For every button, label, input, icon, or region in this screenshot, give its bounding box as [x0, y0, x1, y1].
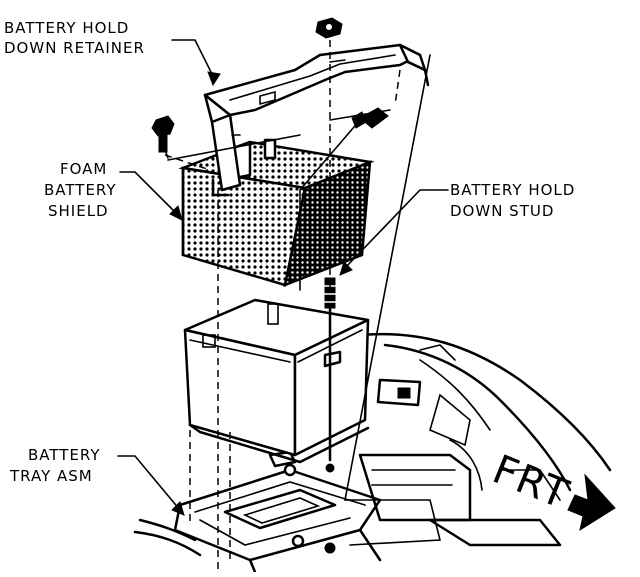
label-hold-down-retainer-line1: BATTERY HOLD — [4, 19, 129, 37]
label-foam-shield-line1: FOAM — [60, 160, 107, 178]
label-foam-shield-line3: SHIELD — [48, 202, 109, 220]
frt-arrow-icon — [567, 473, 616, 532]
battery-tray — [133, 450, 382, 574]
label-foam-shield-line2: BATTERY — [44, 181, 117, 199]
label-tray-asm-line1: BATTERY — [28, 446, 101, 464]
retainer-nut — [315, 17, 343, 39]
vehicle-body — [344, 332, 612, 547]
foam-battery-shield — [178, 138, 375, 287]
hold-down-stud — [321, 277, 339, 462]
hold-down-retainer — [203, 43, 430, 192]
alignment-lines — [164, 40, 431, 572]
leader-lines — [117, 39, 449, 516]
label-hold-down-retainer-line2: DOWN RETAINER — [4, 39, 145, 57]
frt-label: FRT — [486, 447, 576, 519]
battery — [183, 298, 370, 464]
label-hold-down-stud-line2: DOWN STUD — [450, 202, 554, 220]
label-hold-down-stud-line1: BATTERY HOLD — [450, 181, 575, 199]
label-tray-asm-line2: TRAY ASM — [9, 467, 93, 485]
retainer-bolt-left — [151, 115, 175, 153]
